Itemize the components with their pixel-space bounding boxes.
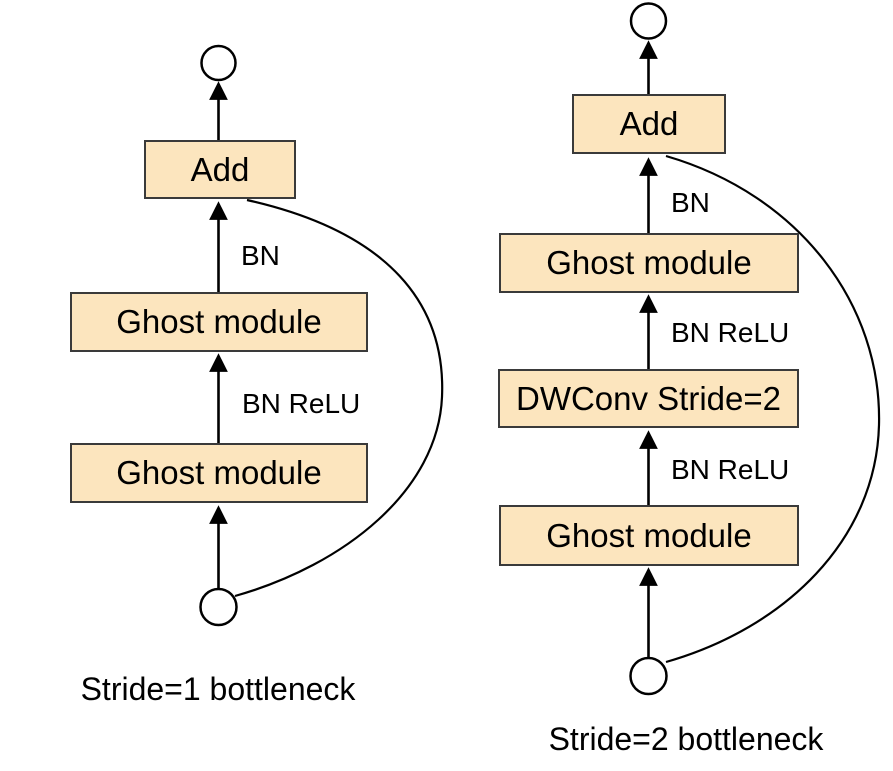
bn-label-right: BN [671,187,710,218]
add-box-right: Add [572,94,726,154]
bn-relu-top-label-right: BN ReLU [671,317,790,348]
caption-stride1-bottleneck: Stride=1 bottleneck [80,671,356,707]
add-box-left: Add [144,140,296,199]
input-node-right [629,656,668,696]
bn-relu-bottom-label-right: BN ReLU [671,454,790,485]
ghost-module-bottom-box-right: Ghost module [499,505,799,566]
bn-label-left: BN [241,240,280,271]
bn-relu-label-left: BN ReLU [242,388,361,419]
ghost-module-bottom-box-left: Ghost module [70,443,368,503]
skip-connection-left [234,198,444,598]
output-node-right [629,2,668,40]
input-node-left [199,587,238,627]
output-node-left [200,44,237,82]
dwconv-stride2-box-right: DWConv Stride=2 [498,369,799,428]
ghost-module-top-box-right: Ghost module [499,233,799,293]
caption-stride2-bottleneck: Stride=2 bottleneck [548,721,824,757]
skip-connection-right [665,154,881,664]
ghost-module-top-box-left: Ghost module [70,292,368,352]
